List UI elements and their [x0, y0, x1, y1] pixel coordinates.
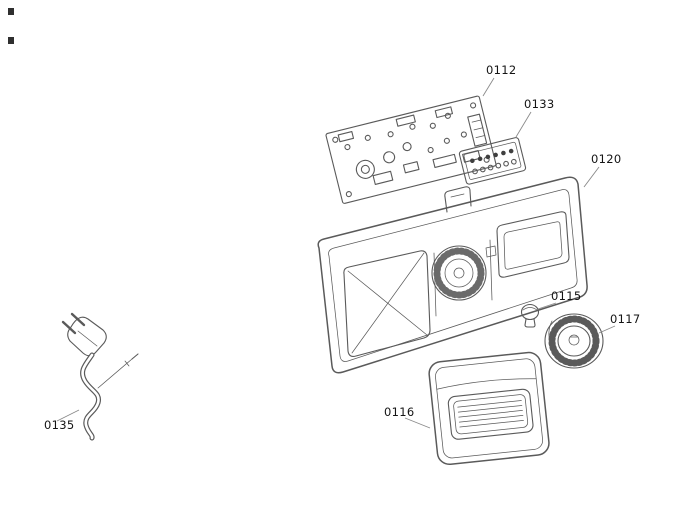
leader-0117 — [598, 325, 616, 334]
part-power-cord — [61, 312, 139, 441]
part-label-0133: 0133 — [524, 97, 554, 111]
part-label-0112: 0112 — [486, 63, 516, 77]
part-control-panel-facia — [317, 176, 588, 374]
part-label-0117: 0117 — [610, 312, 640, 326]
leader-0133 — [515, 111, 532, 138]
leader-0112 — [482, 77, 495, 97]
part-rotary-knob — [544, 313, 604, 369]
leader-0135 — [56, 409, 80, 422]
part-labels: 0112 0133 0120 0115 0117 0116 0135 — [44, 63, 640, 432]
part-pcb-module — [325, 95, 497, 204]
leader-0116 — [404, 417, 431, 429]
part-label-0116: 0116 — [384, 405, 414, 419]
part-label-0120: 0120 — [591, 152, 621, 166]
leader-0115 — [537, 302, 557, 310]
part-button-cap — [520, 303, 540, 328]
registration-marks — [8, 8, 14, 44]
part-button-strip — [458, 137, 527, 185]
leader-0120 — [583, 166, 600, 188]
part-label-0135: 0135 — [44, 418, 74, 432]
leader-lines — [56, 77, 616, 429]
part-drawer-front — [428, 351, 550, 466]
part-label-0115: 0115 — [551, 289, 581, 303]
